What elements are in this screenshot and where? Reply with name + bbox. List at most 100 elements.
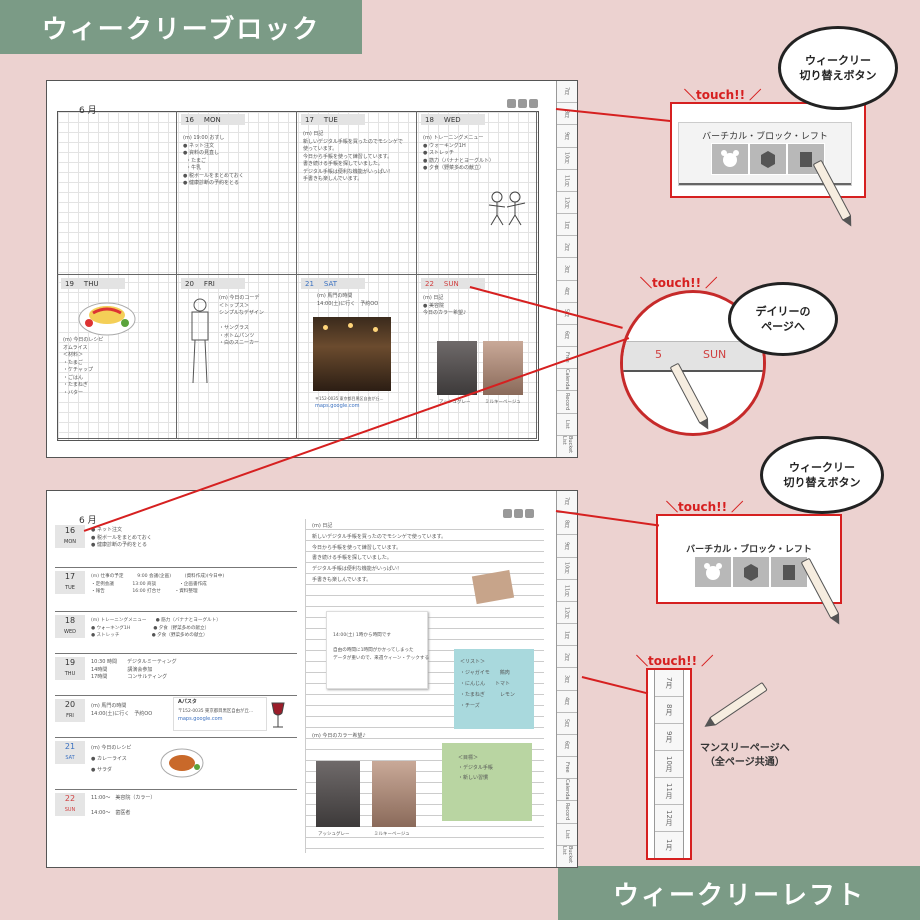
daily-zoom-circle: 5 SUN	[620, 290, 766, 436]
tab-free[interactable]: Free	[557, 757, 577, 780]
tab-month[interactable]: 5月	[557, 713, 577, 735]
map-link[interactable]: maps.google.com	[178, 716, 223, 722]
tab-month[interactable]: 7月	[557, 81, 577, 104]
tab-month[interactable]: 6月	[557, 325, 577, 348]
tab-month[interactable]: 1月	[665, 839, 673, 851]
tab-month[interactable]: 9月	[655, 724, 683, 751]
left-view-switch-icons[interactable]	[503, 509, 534, 518]
left-view-icon[interactable]	[529, 99, 538, 108]
tab-month[interactable]: 4月	[557, 281, 577, 303]
tab-month[interactable]: 7月	[655, 670, 683, 697]
map-link[interactable]: maps.google.com	[315, 403, 360, 409]
tab-bucket-list[interactable]: Bucket List	[561, 435, 573, 453]
tab-bucket-list[interactable]: Bucket List	[561, 845, 573, 863]
tab-month[interactable]: 11月	[655, 778, 683, 805]
tab-list[interactable]: List	[557, 414, 577, 436]
left-view-button[interactable]	[770, 556, 808, 588]
tab-month[interactable]: 10月	[655, 751, 683, 778]
callout-weekly-switch-1: ウィークリー 切り替えボタン	[778, 26, 898, 110]
tab-month[interactable]: 1月	[557, 624, 577, 647]
tab-month[interactable]: 3月	[557, 258, 577, 281]
tab-month[interactable]: 4月	[557, 691, 577, 713]
tab-month[interactable]: 3月	[557, 668, 577, 691]
left-month-label: 6 月	[79, 516, 97, 526]
tab-month[interactable]: 11月	[557, 580, 577, 602]
vertical-view-button[interactable]	[694, 556, 732, 588]
tab-month[interactable]: 9月	[557, 535, 577, 558]
tab-month[interactable]: 6月	[557, 735, 577, 758]
tab-calendar[interactable]: Calendar	[557, 369, 577, 392]
tab-month[interactable]: 2月	[557, 236, 577, 259]
tab-month[interactable]: 10月	[557, 148, 577, 170]
tab-month[interactable]: 12月	[655, 805, 683, 832]
cube-icon	[761, 151, 775, 168]
block-view-switch-icons[interactable]	[507, 99, 538, 108]
tab-month[interactable]: 1月	[557, 214, 577, 237]
tab-month[interactable]: 12月	[557, 602, 577, 625]
tab-month[interactable]: 12月	[557, 192, 577, 215]
tab-month[interactable]: 10月	[557, 558, 577, 580]
alarm-clock-icon	[721, 150, 739, 167]
vertical-view-icon[interactable]	[507, 99, 516, 108]
touch-label-4: ＼touch!! ／	[636, 654, 714, 668]
tab-list[interactable]: List	[557, 824, 577, 846]
cube-icon	[744, 564, 758, 581]
tab-month[interactable]: 8月	[655, 697, 683, 724]
tab-record[interactable]: Record	[557, 801, 577, 824]
goal-sticky-note[interactable]: ＜目標＞ ・デジタル手帳 ・新しい習慣	[442, 743, 532, 821]
tab-month[interactable]: 9月	[557, 125, 577, 148]
wine-glass-illustration	[271, 702, 285, 728]
block-view-button[interactable]	[732, 556, 770, 588]
block-view-button[interactable]	[749, 143, 787, 175]
tab-record[interactable]: Record	[557, 391, 577, 414]
hair-photo-ash	[437, 341, 477, 395]
block-view-icon[interactable]	[514, 509, 523, 518]
curry-dish-illustration	[160, 748, 204, 778]
vertical-view-icon[interactable]	[503, 509, 512, 518]
tab-month[interactable]: 8月	[557, 513, 577, 536]
list-sticky-note[interactable]: ＜リスト＞ ・ジャガイモ 鶏肉 ・にんじん トマト ・たまねぎ レモン ・チーズ	[454, 649, 534, 729]
vertical-view-button[interactable]	[711, 143, 749, 175]
tab-calendar[interactable]: Calendar	[557, 779, 577, 802]
memo-card[interactable]: 14:00(土) 1時から時間です 自由の時間に1時間がかかってしまった データ…	[326, 611, 429, 689]
tab-month[interactable]: 2月	[557, 646, 577, 669]
map-card[interactable]: Aパスタ 〒152-0035 東京都目黒区自由が丘… maps.google.c…	[173, 697, 267, 731]
left-notes-area[interactable]: (m) 日記 新しいデジタル手帳を買ったのでモシンゲで使っています。 今日から手…	[305, 519, 544, 853]
omelette-rice-illustration	[78, 302, 136, 336]
tab-month[interactable]: 11月	[557, 170, 577, 192]
left-view-icon[interactable]	[525, 509, 534, 518]
zoom-day-header[interactable]: 5 SUN	[623, 341, 763, 372]
block-view-icon[interactable]	[518, 99, 527, 108]
tab-month[interactable]: 8月	[557, 103, 577, 126]
